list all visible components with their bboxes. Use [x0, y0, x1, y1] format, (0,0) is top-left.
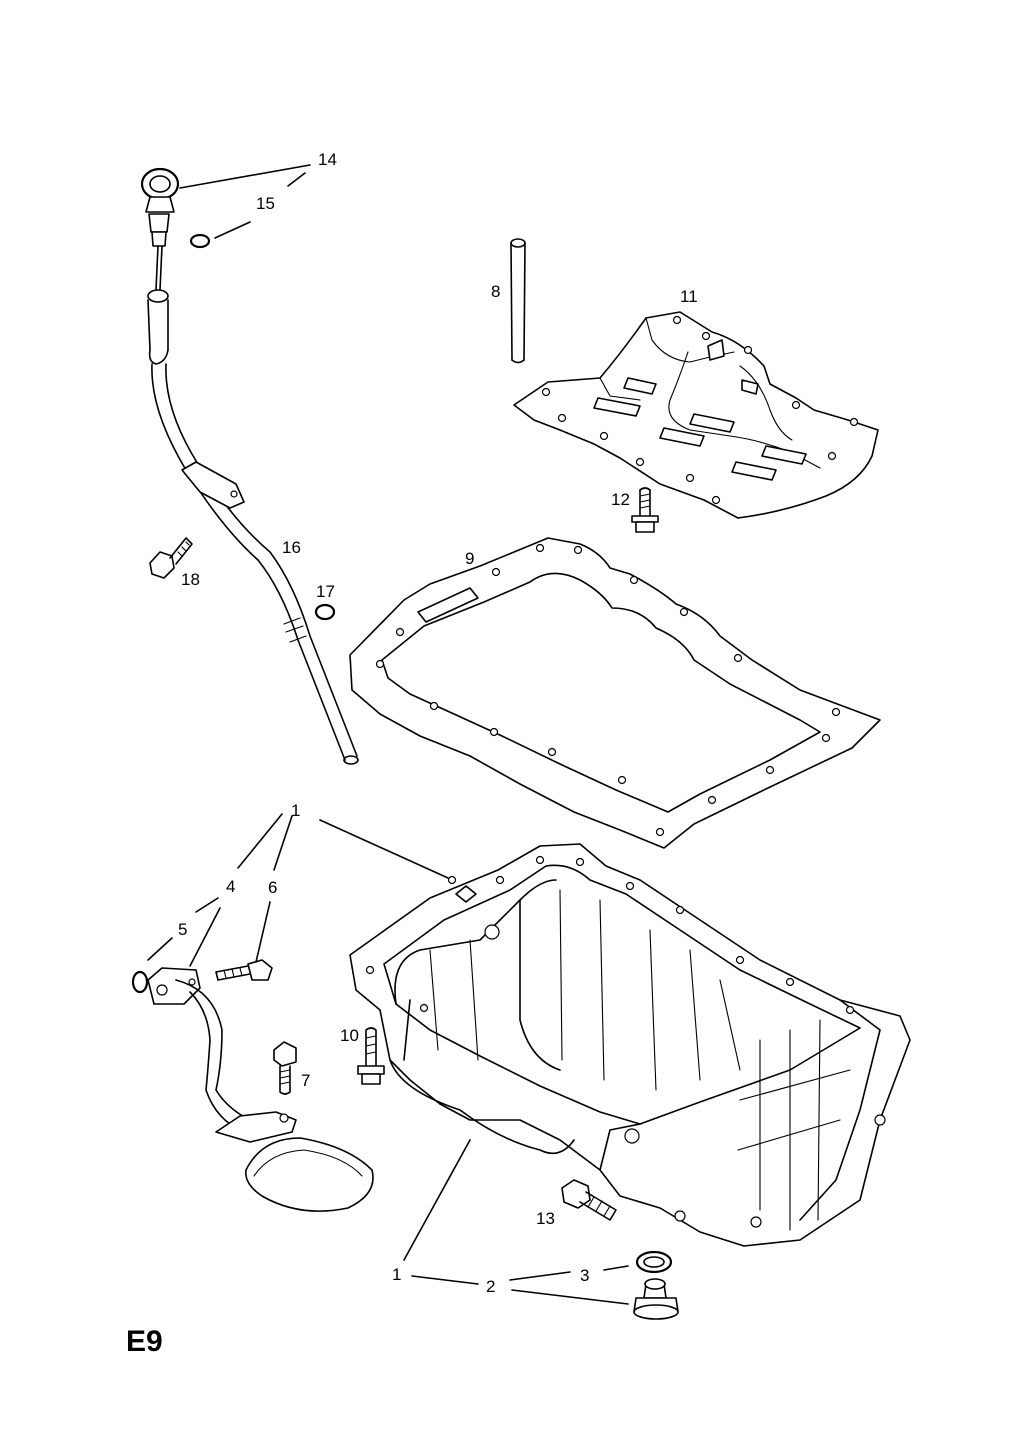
callout-17: 17	[316, 582, 335, 601]
callout-1-bottom: 1	[392, 1265, 401, 1284]
callout-7: 7	[301, 1071, 310, 1090]
bolt-7	[273, 1041, 297, 1095]
leader-lines	[147, 164, 629, 1305]
callout-9: 9	[465, 549, 474, 568]
callout-18: 18	[181, 570, 200, 589]
callout-13: 13	[536, 1209, 555, 1228]
callout-labels: 14 15 8 11 12 16 9 18 17 1 4 6 5 10 7 13…	[178, 150, 698, 1296]
callout-11: 11	[680, 287, 698, 306]
dipstick-seal	[189, 233, 211, 249]
seal-ring-17	[314, 603, 336, 621]
callout-6: 6	[268, 878, 277, 897]
bolt-6	[215, 959, 273, 981]
pipe-8	[510, 238, 526, 364]
callout-16: 16	[282, 538, 301, 557]
callout-1-top: 1	[291, 801, 300, 820]
pickup-seal-5	[131, 970, 149, 994]
seal-ring-3	[635, 1250, 673, 1274]
callout-2: 2	[486, 1277, 495, 1296]
drain-plug-2	[633, 1278, 679, 1320]
oil-pickup-4	[147, 967, 374, 1212]
bolt-13	[561, 1179, 617, 1221]
diagram-code: E9	[126, 1325, 163, 1358]
callout-14: 14	[318, 150, 337, 169]
callout-8: 8	[491, 282, 500, 301]
bolt-18	[149, 537, 193, 579]
callout-10: 10	[340, 1026, 359, 1045]
bolt-12	[631, 487, 659, 533]
baffle-plate-11	[513, 311, 879, 519]
callout-4: 4	[226, 877, 235, 896]
callout-12: 12	[611, 490, 630, 509]
oil-pan-1	[349, 843, 911, 1247]
bolt-10	[357, 1027, 385, 1085]
callout-15: 15	[256, 194, 275, 213]
gasket-9	[349, 537, 881, 849]
callout-3: 3	[580, 1266, 589, 1285]
dipstick-assembly	[140, 167, 359, 765]
callout-5: 5	[178, 920, 187, 939]
